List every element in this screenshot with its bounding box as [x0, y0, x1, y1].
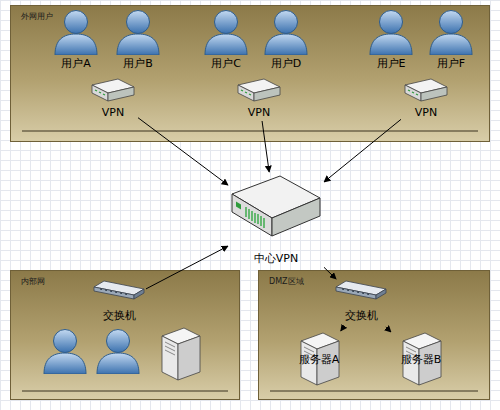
user-icon: [199, 9, 253, 55]
user-node: 用户D: [259, 9, 313, 73]
connector-arrow: [341, 327, 344, 331]
band-rule: [22, 391, 228, 392]
user-icon: [97, 330, 139, 375]
server-icon: [162, 328, 200, 380]
user-icon: [49, 9, 103, 55]
vpn-node: VPN: [234, 77, 284, 121]
band-rule: [270, 391, 478, 392]
node-label: 用户C: [199, 57, 253, 70]
connector-arrow: [324, 267, 336, 279]
vpn-node: VPN: [88, 77, 138, 121]
switch-icon: [336, 281, 386, 299]
node-label: 交换机: [334, 309, 388, 322]
node-label: 服务器A: [289, 353, 349, 366]
switch-icon: [94, 281, 144, 299]
vpn-device: [88, 77, 138, 103]
node-label: 服务器B: [391, 353, 451, 366]
user-node: 用户B: [111, 9, 165, 73]
connector-arrow: [386, 327, 391, 332]
switch-node: 交换机: [92, 279, 146, 327]
vpn-device: [234, 77, 284, 103]
node-label: 中心VPN: [228, 252, 324, 265]
node-label: VPN: [88, 106, 138, 119]
zone-band: 外网用户用户A 用户B 用户C 用户D 用户E 用户F VPN VPN VPN: [10, 5, 490, 142]
user-icon: [205, 11, 247, 56]
band-rule: [22, 131, 478, 391]
node-label: 用户F: [424, 57, 478, 70]
server-node: 服务器B: [391, 331, 451, 391]
node-label: 用户E: [364, 57, 418, 70]
vpn-device: [92, 79, 134, 101]
user-icon: [430, 11, 472, 56]
gateway-node: 中心VPN: [228, 172, 324, 270]
vpn-device: [405, 79, 447, 101]
user-icon: [117, 11, 159, 56]
node-label: VPN: [401, 106, 451, 119]
user-icon: [424, 9, 478, 55]
user-node: 用户E: [364, 9, 418, 73]
user-node: 用户F: [424, 9, 478, 73]
user-icon: [259, 9, 313, 55]
user-icon: [44, 330, 86, 375]
vpn-device: [238, 79, 280, 101]
user-icon: [265, 11, 307, 56]
switch-icon: [334, 279, 388, 301]
connector-arrow: [146, 246, 228, 289]
node-label: 用户B: [111, 57, 165, 70]
node-label: 交换机: [92, 309, 146, 322]
vpn-gateway: [232, 176, 320, 236]
user-icon: [364, 9, 418, 55]
node-label: 用户A: [49, 57, 103, 70]
user-icon: [111, 9, 165, 55]
zone-band: 内部网交换机: [10, 270, 240, 400]
connector-arrow: [324, 119, 401, 182]
vpn-gateway: [228, 172, 324, 244]
user-icon: [55, 11, 97, 56]
switch-icon: [92, 279, 146, 301]
zone-title: 外网用户: [21, 12, 53, 22]
vpn-device: [401, 77, 451, 103]
user-node: 用户C: [199, 9, 253, 73]
user-node: 用户A: [49, 9, 103, 73]
node-label: VPN: [234, 106, 284, 119]
vpn-node: VPN: [401, 77, 451, 121]
user-icon: [370, 11, 412, 56]
node-label: 用户D: [259, 57, 313, 70]
zone-band: DMZ区域交换机服务器A 服务器B: [258, 270, 490, 400]
zone-title: DMZ区域: [269, 277, 304, 287]
band-rule: [22, 131, 478, 132]
server-node: 服务器A: [289, 331, 349, 391]
switch-node: 交换机: [334, 279, 388, 327]
connector-arrow: [138, 118, 228, 185]
zone-title: 内部网: [21, 277, 45, 287]
connector-arrow: [262, 121, 269, 172]
